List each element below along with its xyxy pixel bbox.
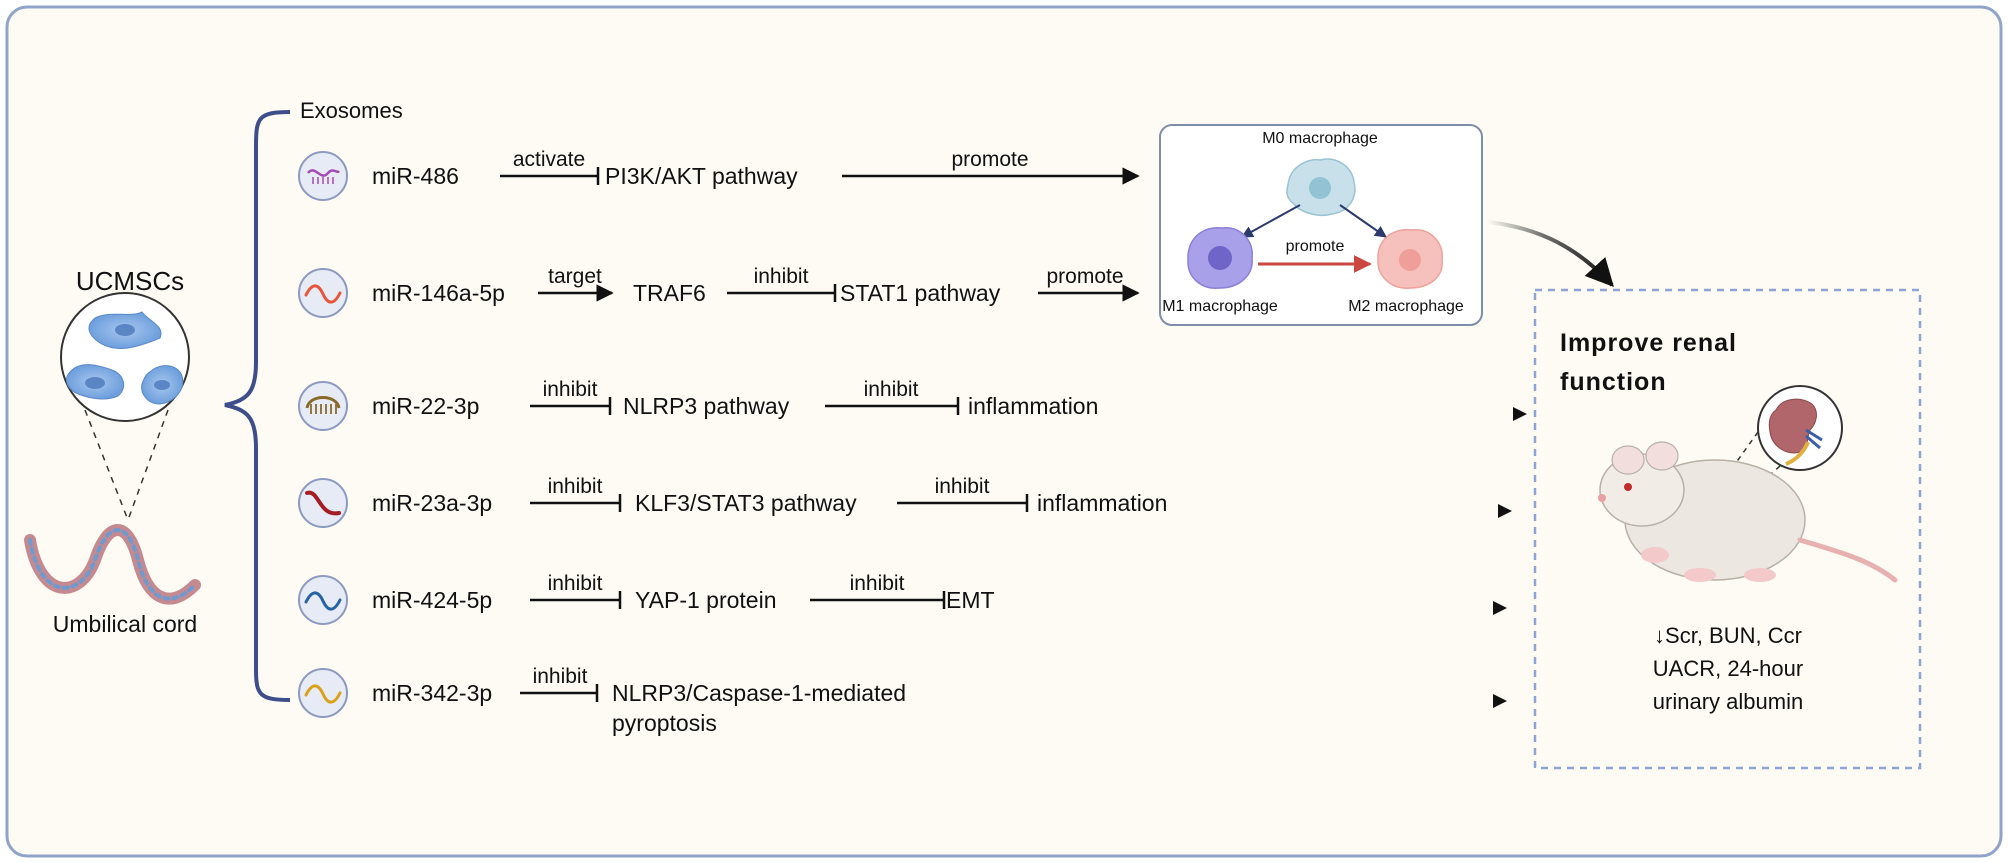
- mirna-label: miR-22-3p: [372, 393, 479, 419]
- umbilical-cord-label: Umbilical cord: [53, 611, 197, 637]
- outcome-metrics-line2: UACR, 24-hour: [1653, 656, 1803, 681]
- mirna-label: miR-23a-3p: [372, 490, 492, 516]
- m0-macrophage-icon: [1286, 158, 1356, 216]
- exosome-brace: [224, 110, 291, 702]
- mirna-label: miR-424-5p: [372, 587, 492, 613]
- mirna-label: miR-342-3p: [372, 680, 492, 706]
- pathway-node: YAP-1 protein: [635, 587, 776, 613]
- mirna-wave-icon: [298, 575, 348, 625]
- outcome-title-line2: function: [1560, 368, 1667, 396]
- m1-macrophage-icon: [1187, 227, 1253, 289]
- mirna-wavy-icon: [298, 151, 348, 201]
- pathway-node: NLRP3/Caspase-1-mediated: [612, 680, 906, 706]
- zoom-lines: [84, 409, 169, 521]
- pathway-node: EMT: [946, 587, 995, 613]
- outcome-title-line1: Improve renal: [1560, 329, 1737, 357]
- mouse-icon: [1598, 441, 1898, 583]
- edge-label: inhibit: [935, 475, 990, 498]
- pathway-node: TRAF6: [633, 280, 706, 306]
- edge-label: promote: [951, 148, 1028, 171]
- m1-label: M1 macrophage: [1162, 298, 1278, 315]
- exosomes-label: Exosomes: [300, 98, 403, 123]
- pathway-node: inflammation: [968, 393, 1098, 419]
- mirna-curve-icon: [298, 478, 348, 528]
- mirna-wave-icon: [298, 668, 348, 718]
- pathway-row: miR-342-3p inhibitNLRP3/Caspase-1-mediate…: [298, 665, 1507, 736]
- mirna-label: miR-146a-5p: [372, 280, 505, 306]
- edge-label: inhibit: [850, 572, 905, 595]
- pathway-node: STAT1 pathway: [840, 280, 1001, 306]
- edge-label: inhibit: [548, 475, 603, 498]
- edge-label: inhibit: [533, 665, 588, 688]
- macrophage-to-outcome-arrow: [1487, 220, 1614, 288]
- pathway-node: KLF3/STAT3 pathway: [635, 490, 857, 516]
- mirna-hairpin-icon: [298, 381, 348, 431]
- macrophage-box: M0 macrophage promote M1 macrophage M2 m…: [1159, 124, 1483, 326]
- edge-label: target: [548, 265, 602, 288]
- outcome-metrics-line1: ↓Scr, BUN, Ccr: [1654, 623, 1802, 648]
- m2-macrophage-icon: [1377, 228, 1443, 289]
- edge-label: inhibit: [864, 378, 919, 401]
- edge-label: promote: [1046, 265, 1123, 288]
- stem-cell-icon: [60, 292, 190, 422]
- m2-label: M2 macrophage: [1348, 298, 1464, 315]
- m0-label: M0 macrophage: [1262, 130, 1378, 147]
- edge-label: activate: [513, 148, 585, 171]
- pathway-node: pyroptosis: [612, 710, 717, 736]
- pathway-node: inflammation: [1037, 490, 1167, 516]
- pathway-node: NLRP3 pathway: [623, 393, 790, 419]
- ucmscs-title: UCMSCs: [76, 266, 184, 296]
- mirna-wave-icon: [298, 268, 348, 318]
- edge-label: inhibit: [548, 572, 603, 595]
- edge-label: inhibit: [754, 265, 809, 288]
- edge-label: inhibit: [543, 378, 598, 401]
- outer-frame: [5, 5, 2003, 858]
- mirna-label: miR-486: [372, 163, 459, 189]
- promote-label: promote: [1286, 238, 1345, 255]
- pathway-node: PI3K/AKT pathway: [605, 163, 798, 189]
- outcome-metrics-line3: urinary albumin: [1653, 689, 1803, 714]
